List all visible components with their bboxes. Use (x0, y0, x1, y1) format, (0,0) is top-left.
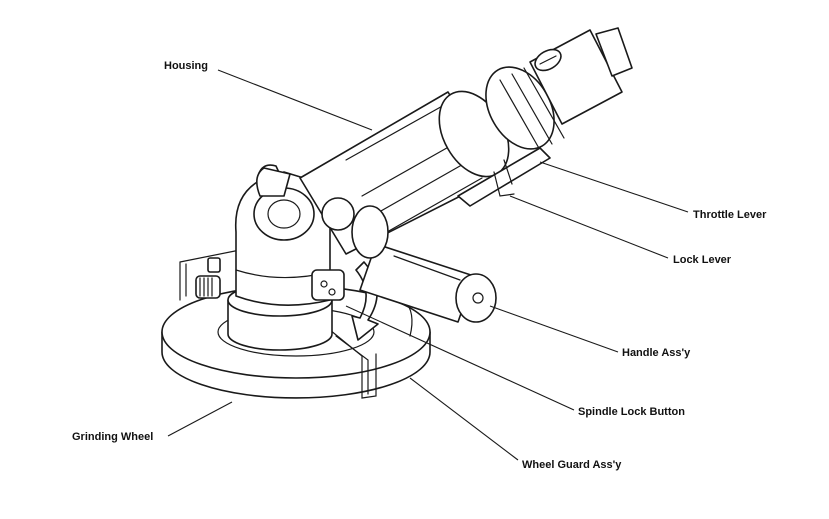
leader-lines (167, 69, 689, 461)
spindle-lock-shape (311, 269, 345, 301)
air-inlet-shape (529, 27, 633, 125)
label-throttle-lever: Throttle Lever (693, 209, 767, 221)
label-lock-lever: Lock Lever (673, 254, 732, 266)
label-spindle-lock-button: Spindle Lock Button (578, 406, 685, 418)
label-housing: Housing (164, 60, 208, 72)
label-grinding-wheel: Grinding Wheel (72, 431, 154, 443)
side-handle-shape (256, 167, 497, 323)
leader-spindle-lock (345, 305, 575, 411)
leader-handle-assy (489, 305, 619, 353)
leader-wheel-guard (409, 377, 519, 461)
leader-throttle-lever (539, 161, 689, 213)
throttle-lever-shape (457, 147, 551, 207)
leader-grinding-wheel (167, 401, 233, 437)
label-handle-assy: Handle Ass'y (622, 347, 691, 359)
leader-lock-lever (509, 195, 669, 259)
guard-knob-shape (195, 257, 221, 299)
leader-housing (217, 69, 373, 131)
label-wheel-guard-assy: Wheel Guard Ass'y (522, 459, 622, 471)
